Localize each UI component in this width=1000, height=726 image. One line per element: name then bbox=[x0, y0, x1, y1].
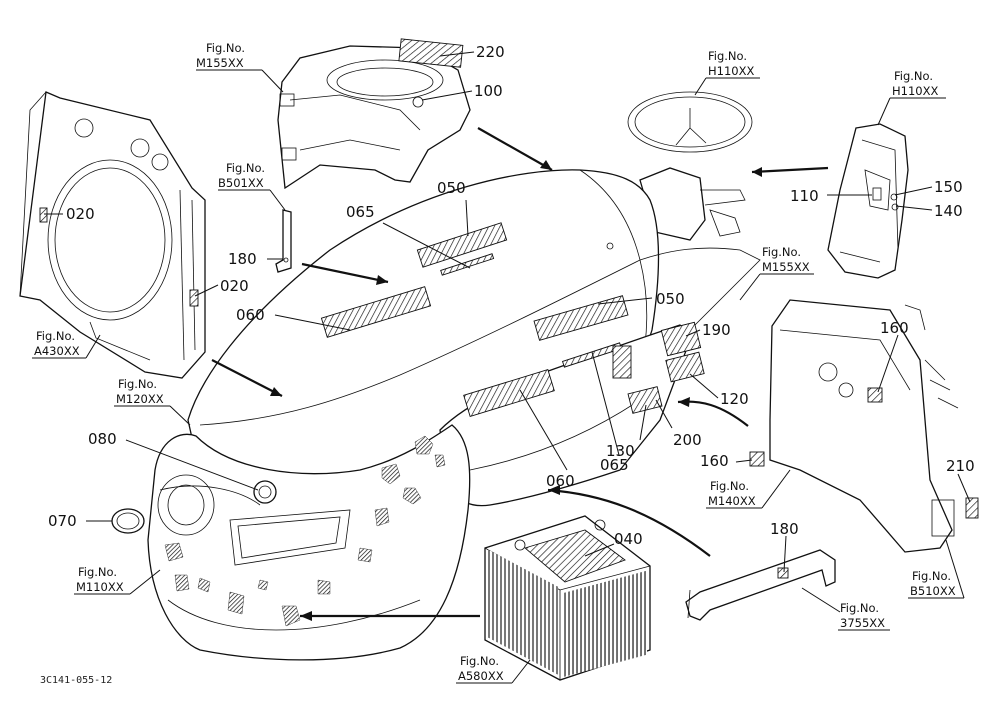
fig-number: 3755XX bbox=[840, 616, 885, 630]
bracket-180-lower bbox=[685, 549, 836, 621]
fig-ref-a430[interactable]: Fig.No. A430XX bbox=[32, 329, 101, 359]
instrument-panel bbox=[827, 123, 909, 279]
fig-ref-m120[interactable]: Fig.No. M120XX bbox=[114, 377, 191, 426]
fig-ref-m155-side[interactable]: Fig.No. M155XX bbox=[739, 245, 814, 301]
main-hood bbox=[187, 169, 761, 507]
fig-ref-b510[interactable]: Fig.No. B510XX bbox=[908, 539, 965, 599]
callout-065-bottom: 065 bbox=[600, 456, 629, 474]
fig-ref-a580[interactable]: Fig.No. A580XX bbox=[456, 654, 531, 684]
fig-prefix: Fig.No. bbox=[78, 565, 117, 579]
callout-070: 070 bbox=[48, 512, 77, 530]
fig-number: M155XX bbox=[196, 56, 244, 70]
fig-prefix: Fig.No. bbox=[894, 69, 933, 83]
callout-130: 130 bbox=[606, 442, 635, 460]
floor-plate bbox=[749, 299, 979, 553]
fig-number: B501XX bbox=[218, 176, 264, 190]
callout-labels: 220 100 050 065 020 020 180 060 110 150 … bbox=[48, 43, 975, 548]
fig-number: M155XX bbox=[762, 260, 810, 274]
fig-prefix: Fig.No. bbox=[36, 329, 75, 343]
callout-200: 200 bbox=[673, 431, 702, 449]
fig-prefix: Fig.No. bbox=[460, 654, 499, 668]
callout-020-upper: 020 bbox=[66, 205, 95, 223]
battery bbox=[484, 515, 651, 681]
assembly-arrows bbox=[211, 127, 829, 621]
callout-120: 120 bbox=[720, 390, 749, 408]
fig-ref-m155-top[interactable]: Fig.No. M155XX bbox=[196, 41, 284, 93]
fig-prefix: Fig.No. bbox=[118, 377, 157, 391]
fig-ref-m110[interactable]: Fig.No. M110XX bbox=[74, 565, 161, 595]
fig-number: H110XX bbox=[708, 64, 754, 78]
bracket-180-upper bbox=[275, 209, 292, 273]
fig-prefix: Fig.No. bbox=[912, 569, 951, 583]
fig-prefix: Fig.No. bbox=[710, 479, 749, 493]
fig-prefix: Fig.No. bbox=[226, 161, 265, 175]
fig-number: H110XX bbox=[892, 84, 938, 98]
callout-050-top: 050 bbox=[437, 179, 466, 197]
callout-060-left: 060 bbox=[236, 306, 265, 324]
callout-080: 080 bbox=[88, 430, 117, 448]
fig-ref-h110-panel[interactable]: Fig.No. H110XX bbox=[877, 69, 946, 126]
leader-lines bbox=[44, 51, 971, 613]
fig-number: M110XX bbox=[76, 580, 124, 594]
fig-ref-b501[interactable]: Fig.No. B501XX bbox=[218, 161, 286, 211]
fig-ref-h110-wheel[interactable]: Fig.No. H110XX bbox=[694, 49, 760, 96]
callout-100: 100 bbox=[474, 82, 503, 100]
fig-number: A580XX bbox=[458, 669, 504, 683]
callout-180-upper: 180 bbox=[228, 250, 257, 268]
fig-prefix: Fig.No. bbox=[762, 245, 801, 259]
figure-references: Fig.No. M155XX Fig.No. B501XX Fig.No. H1… bbox=[32, 41, 965, 684]
drawing-code: 3C141-055-12 bbox=[40, 675, 112, 686]
callout-180-lower: 180 bbox=[770, 520, 799, 538]
fig-prefix: Fig.No. bbox=[840, 601, 879, 615]
callout-060-bottom: 060 bbox=[546, 472, 575, 490]
fig-prefix: Fig.No. bbox=[206, 41, 245, 55]
callout-220: 220 bbox=[476, 43, 505, 61]
callout-140: 140 bbox=[934, 202, 963, 220]
fig-number: M140XX bbox=[708, 494, 756, 508]
fig-prefix: Fig.No. bbox=[708, 49, 747, 63]
callout-040: 040 bbox=[614, 530, 643, 548]
callout-210: 210 bbox=[946, 457, 975, 475]
callout-190: 190 bbox=[702, 321, 731, 339]
fig-ref-m140[interactable]: Fig.No. M140XX bbox=[706, 469, 791, 509]
callout-020-lower: 020 bbox=[220, 277, 249, 295]
fig-number: M120XX bbox=[116, 392, 164, 406]
fig-number: A430XX bbox=[34, 344, 80, 358]
fig-number: B510XX bbox=[910, 584, 956, 598]
rear-hood-panel bbox=[277, 38, 471, 190]
callout-065-top: 065 bbox=[346, 203, 375, 221]
callout-110: 110 bbox=[790, 187, 819, 205]
radiator-shroud bbox=[19, 91, 206, 379]
callout-160-upper: 160 bbox=[880, 319, 909, 337]
callout-150: 150 bbox=[934, 178, 963, 196]
callout-050-right: 050 bbox=[656, 290, 685, 308]
fig-ref-3755[interactable]: Fig.No. 3755XX bbox=[838, 601, 890, 631]
callout-160-lower: 160 bbox=[700, 452, 729, 470]
front-grille bbox=[111, 424, 471, 661]
